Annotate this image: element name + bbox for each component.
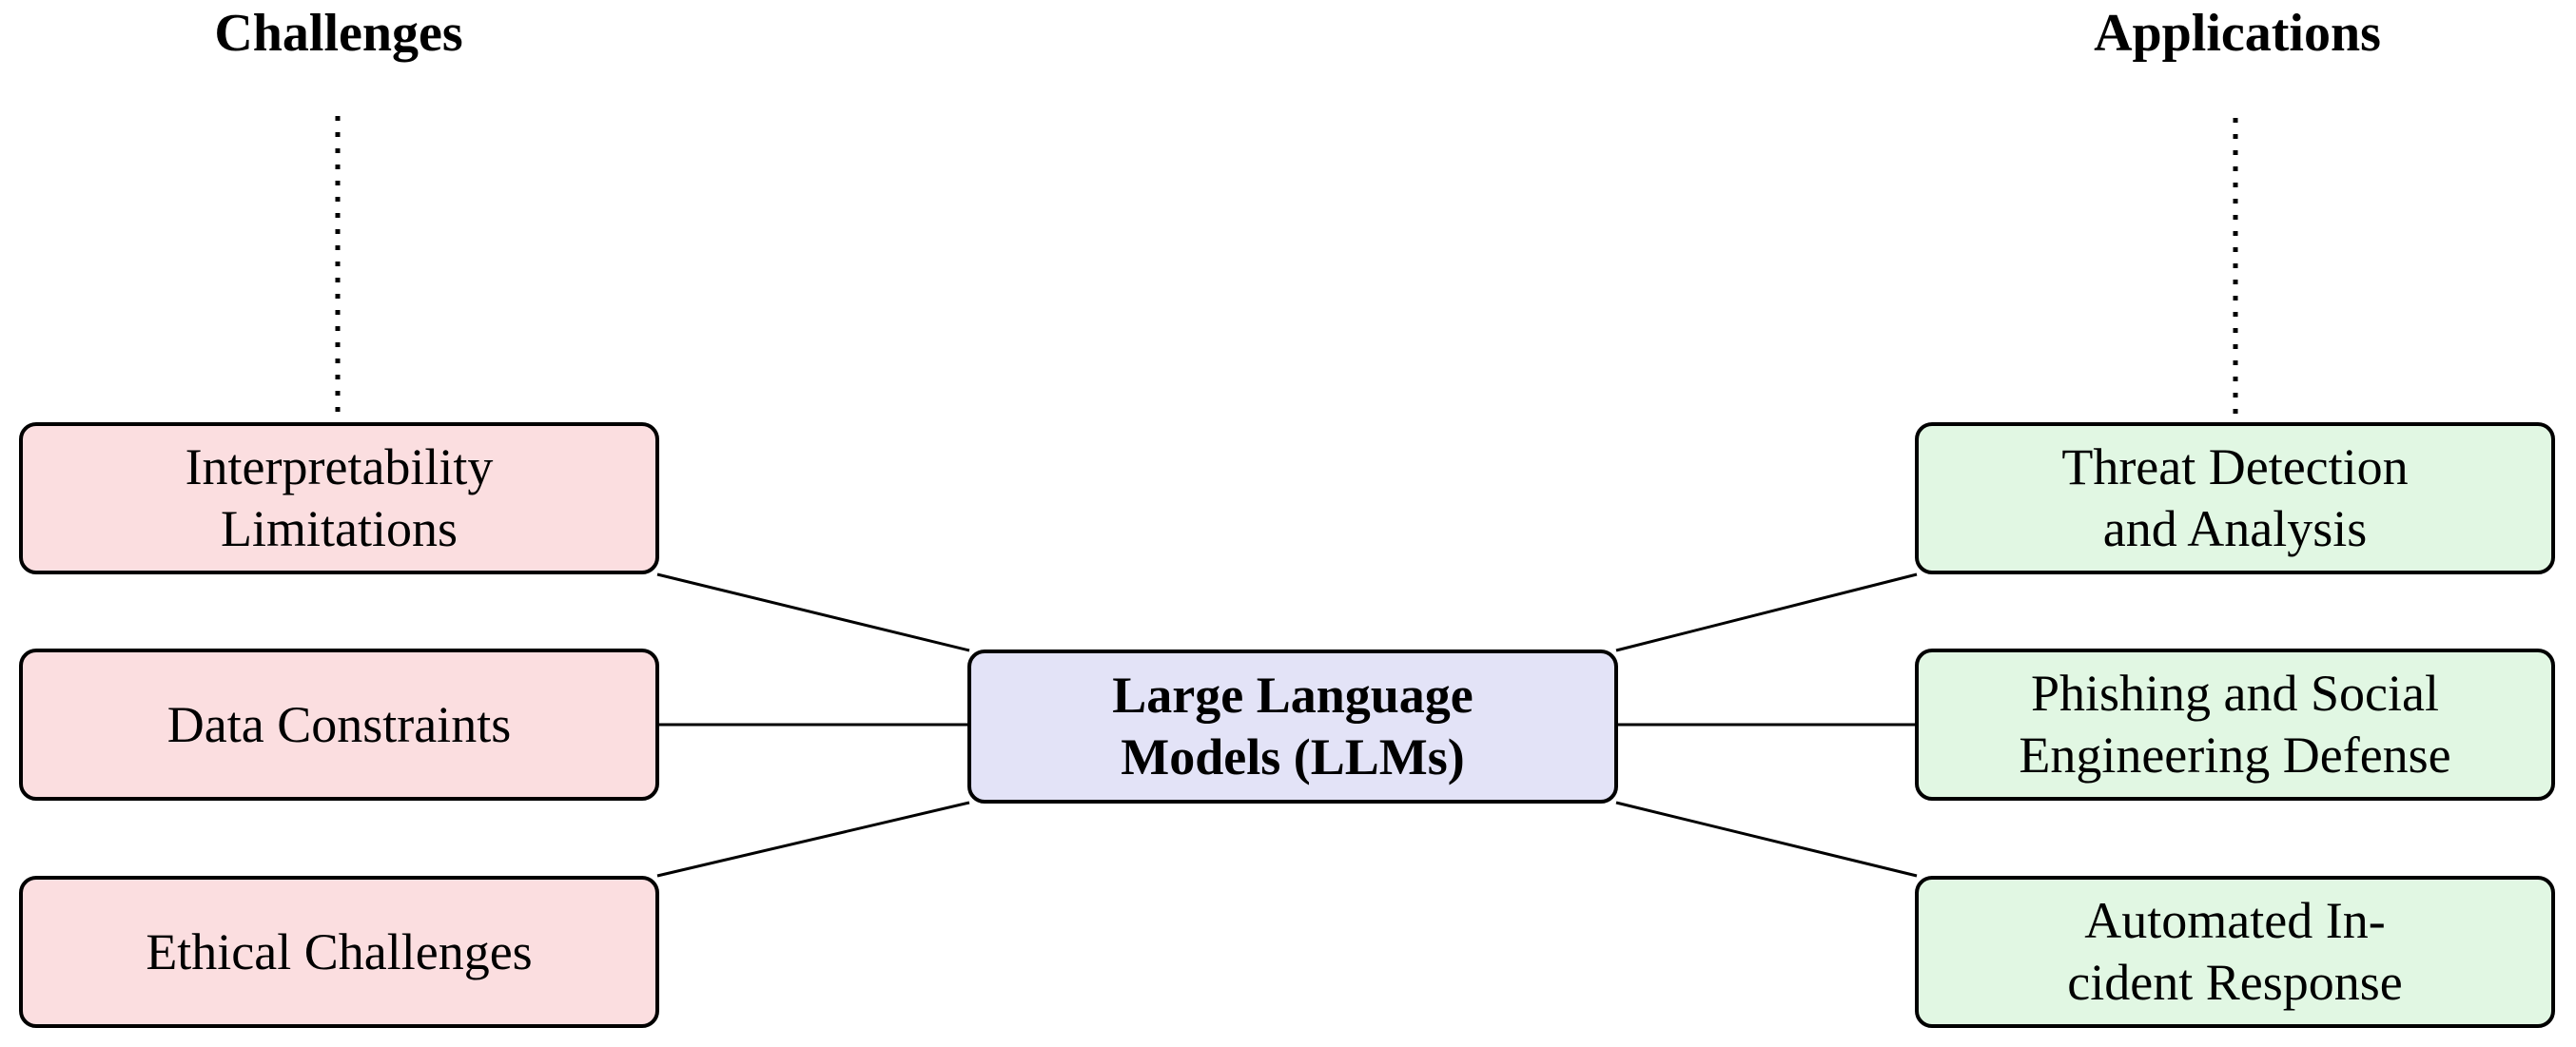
applications-heading: Applications — [2094, 4, 2381, 63]
connector-llm-to-threat-detection — [1615, 572, 1918, 652]
challenge-box-data-constraints: Data Constraints — [19, 649, 659, 801]
connector-llm-to-incident-response — [1615, 801, 1918, 878]
connector-ethical-to-llm — [656, 801, 970, 878]
llm-center-box: Large Language Models (LLMs) — [967, 650, 1618, 804]
challenges-heading: Challenges — [214, 4, 463, 63]
application-box-phishing-defense: Phishing and Social Engineering Defense — [1915, 649, 2555, 801]
connector-interpretability-to-llm — [656, 572, 970, 652]
challenge-box-interpretability-limitations: Interpretability Limitations — [19, 422, 659, 574]
application-box-incident-response: Automated In- cident Response — [1915, 876, 2555, 1028]
challenge-box-ethical-challenges: Ethical Challenges — [19, 876, 659, 1028]
application-box-threat-detection: Threat Detection and Analysis — [1915, 422, 2555, 574]
